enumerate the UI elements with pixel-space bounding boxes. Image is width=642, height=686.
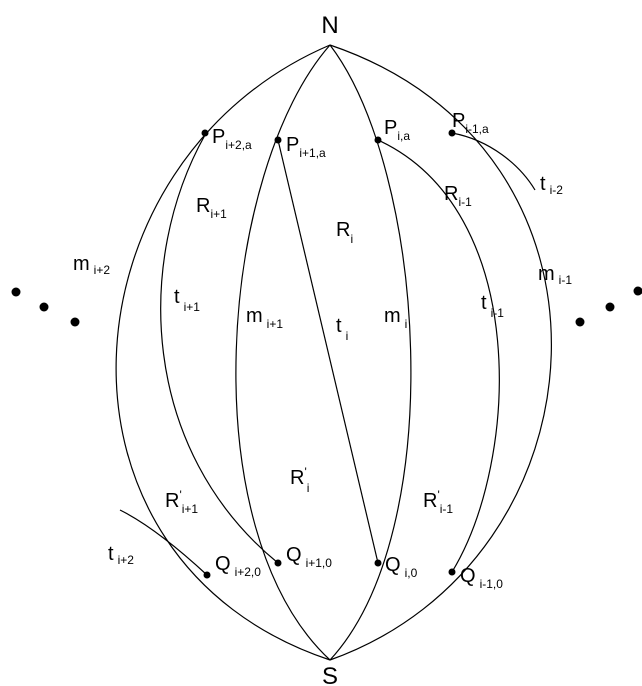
- label-p-i-plus-2: Pi+2,a: [212, 126, 252, 152]
- label-region-r-i-plus-1: Ri+1: [196, 195, 227, 221]
- ellipsis-left-dot-2: [39, 302, 49, 312]
- transversal-t-i-minus-2-extension: [451, 132, 536, 191]
- meridian-m-i-minus-1: [329, 44, 552, 661]
- label-region-r-i: Ri: [336, 219, 353, 246]
- transversal-t-i: [277, 139, 379, 564]
- label-region-r-prime-i: R'i: [290, 465, 309, 495]
- meridian-m-i: [329, 44, 412, 661]
- meridian-m-i-plus-1: [235, 44, 331, 661]
- point-p-i: [374, 136, 382, 144]
- ellipsis-right-dot-3: [633, 286, 642, 296]
- label-region-r-prime-i-minus-1: R'i-1: [423, 488, 453, 516]
- point-p-i-minus-1: [448, 129, 456, 137]
- ellipsis-left-dot-1: [11, 287, 21, 297]
- point-q-i-plus-1: [274, 559, 282, 567]
- point-q-i: [374, 559, 382, 567]
- label-p-i-minus-1: Pi-1,a: [452, 110, 489, 136]
- ellipsis-left-dot-3: [70, 317, 80, 327]
- label-p-i: Pi,a: [384, 117, 410, 143]
- label-region-r-prime-i-plus-1: R'i+1: [165, 488, 198, 516]
- ellipsis-right-dot-2: [605, 302, 615, 312]
- point-p-i-plus-1: [274, 136, 282, 144]
- label-p-i-plus-1: Pi+1,a: [286, 134, 326, 160]
- north-pole-label: N: [321, 12, 338, 39]
- point-q-i-plus-2: [203, 571, 211, 579]
- transversal-t-i-plus-2-extension: [119, 509, 208, 576]
- south-pole-label: S: [322, 663, 338, 686]
- meridian-m-i-plus-2: [115, 44, 331, 661]
- transversal-t-i-plus-1: [160, 134, 279, 564]
- point-q-i-minus-1: [448, 568, 456, 576]
- transversal-t-i-minus-1: [377, 139, 500, 573]
- ellipsis-right-dot-1: [575, 317, 585, 327]
- label-region-r-i-minus-1: Ri-1: [444, 183, 472, 209]
- point-p-i-plus-2: [201, 129, 209, 137]
